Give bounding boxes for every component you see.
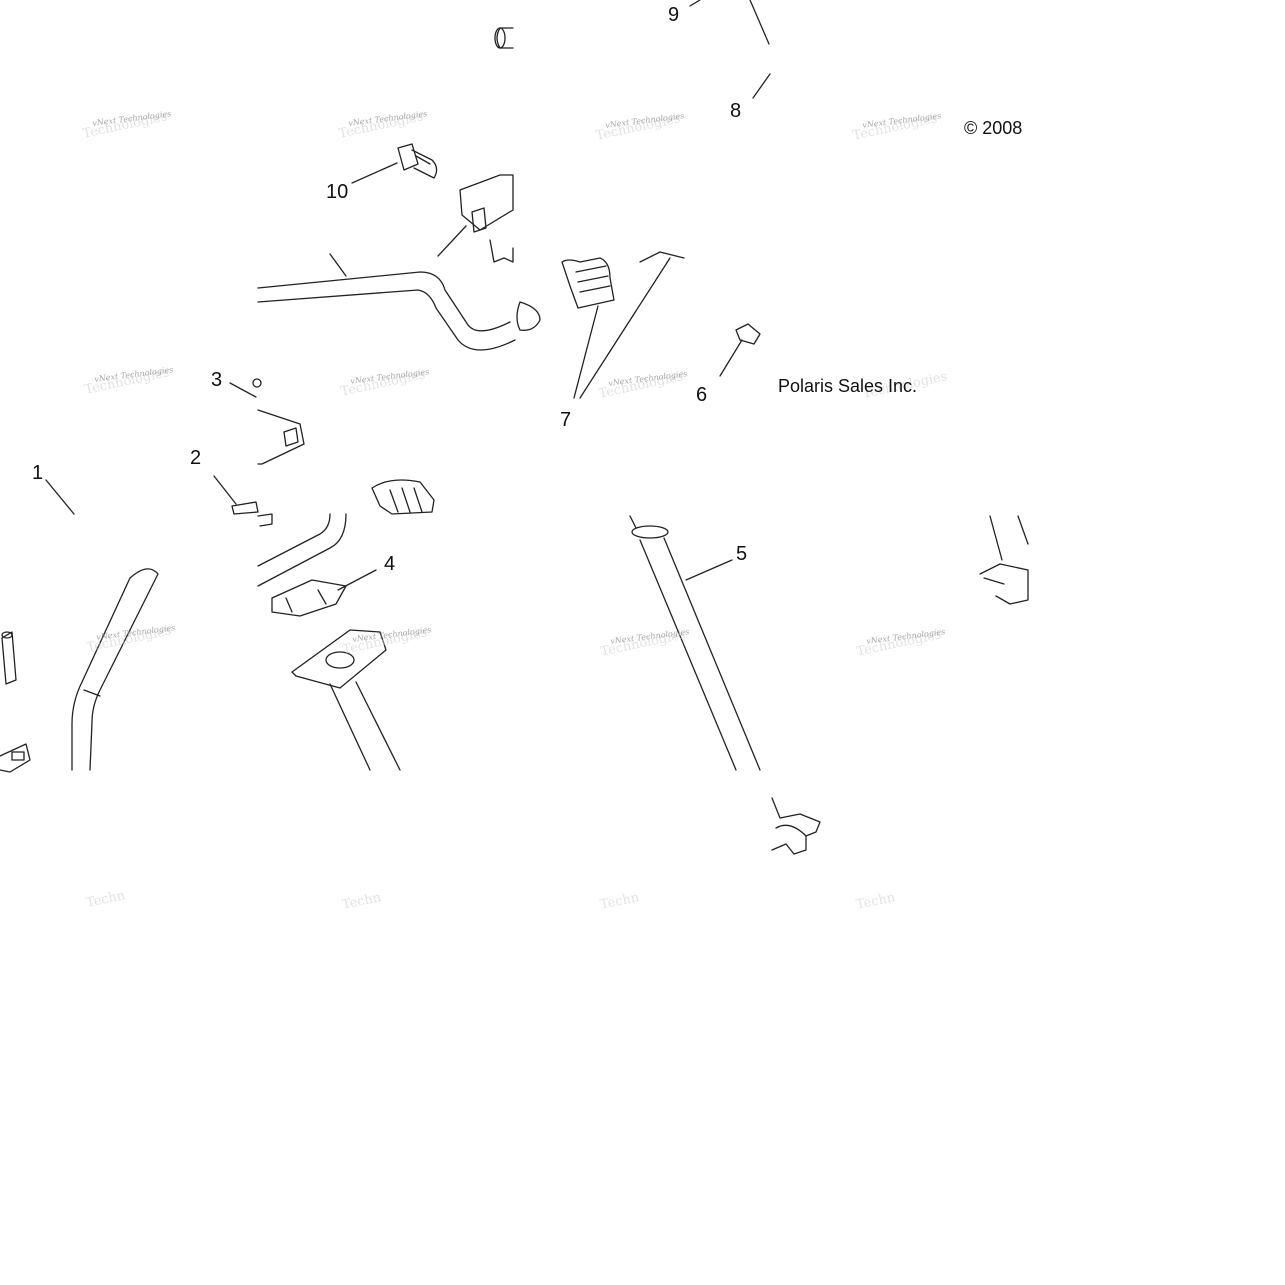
column-5 <box>629 515 761 771</box>
column-base-mount <box>771 797 821 855</box>
callout-4: 4 <box>384 553 396 575</box>
copyright-year: © 2008 <box>964 118 1023 138</box>
callout-1: 1 <box>32 462 44 484</box>
upper-tube <box>257 253 541 351</box>
right-edge-mount <box>979 515 1029 605</box>
left-bolt <box>1 631 17 685</box>
callout-6: 6 <box>696 384 708 406</box>
callout-7: 7 <box>560 409 572 431</box>
bushing-top <box>494 27 514 49</box>
leader-9 <box>689 0 701 7</box>
rubber-boot-7a <box>561 251 685 399</box>
mount-plate <box>291 629 401 771</box>
leader-8 <box>752 73 771 99</box>
callout-3: 3 <box>211 369 223 391</box>
upper-clamp <box>437 174 514 263</box>
callout-10: 10 <box>326 181 349 203</box>
middle-clamp <box>257 409 305 465</box>
lower-tube <box>257 513 347 587</box>
fitting-6 <box>719 323 761 377</box>
rubber-boot-7b <box>371 479 435 515</box>
clip-2 <box>213 475 273 527</box>
part-3 <box>229 378 262 398</box>
callout-9: 9 <box>668 4 680 26</box>
handlebar-1 <box>45 479 159 771</box>
callout-2: 2 <box>190 447 202 469</box>
bolt-10 <box>351 143 438 184</box>
callout-5: 5 <box>736 543 748 565</box>
left-mount <box>0 743 31 773</box>
leader-upper-8 <box>749 0 770 45</box>
bracket-4 <box>271 569 377 617</box>
company-name: Polaris Sales Inc. <box>778 376 918 396</box>
callout-8: 8 <box>730 100 742 122</box>
